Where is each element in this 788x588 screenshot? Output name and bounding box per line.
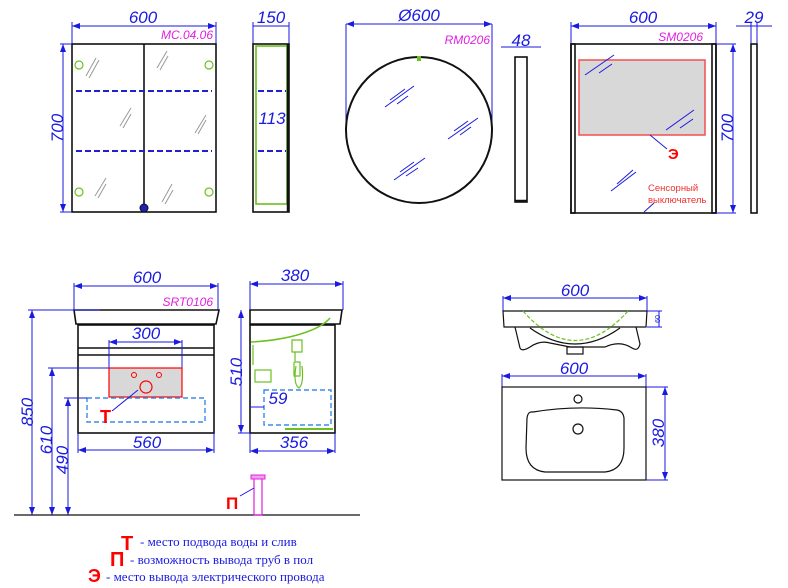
inner-width-label: 300 [132, 324, 161, 343]
led-mirror-model-label: SM0206 [658, 30, 703, 44]
cabinet-height-label: 700 [48, 113, 67, 142]
sink-thickness-label: 60 [655, 315, 662, 323]
legend: Т - место подвода воды и слив П - возмож… [88, 533, 325, 586]
legend-text-p: - возможность вывода труб в пол [130, 552, 314, 567]
offset-label: 59 [269, 389, 288, 408]
led-mirror-width-label: 600 [629, 8, 658, 27]
water-marker: Т [100, 407, 111, 427]
led-mirror-side: 29 [736, 8, 772, 214]
vanity-front: 600 SRT0106 300 Т 560 850 610 490 П [14, 268, 360, 516]
legend-text-e: - место вывода электрического провода [106, 569, 325, 584]
round-mirror-diameter-label: Ø600 [397, 6, 440, 25]
led-mirror-height-label: 700 [718, 113, 737, 142]
switch-label-2: выключатель [648, 195, 706, 206]
sink-depth-label: 380 [649, 418, 668, 447]
height-850-label: 850 [18, 397, 37, 426]
sink-elevation: 600 60 [502, 281, 662, 355]
sink-plan: 600 380 [501, 359, 668, 481]
round-mirror: Ø600 RM0206 [345, 6, 493, 204]
legend-marker-e: Э [88, 566, 101, 586]
height-490-label: 490 [53, 445, 72, 474]
switch-label-1: Сенсорный [648, 183, 698, 194]
vanity-model-label: SRT0106 [163, 295, 214, 309]
vanity-side: 380 59 510 356 [227, 266, 344, 454]
side-height-label: 510 [227, 357, 246, 386]
electric-marker: Э [668, 146, 679, 163]
vanity-depth-label: 380 [281, 266, 310, 285]
sink-top-width-label: 600 [561, 281, 590, 300]
legend-marker-p: П [110, 549, 124, 571]
shelf-depth-label: 113 [258, 109, 286, 128]
vanity-width-label: 600 [133, 268, 162, 287]
water-zone [108, 367, 183, 398]
led-mirror-depth-label: 29 [744, 8, 764, 27]
floor-marker: П [226, 494, 238, 513]
sink-plan-width-label: 600 [560, 359, 589, 378]
cabinet-side: 150 113 [252, 8, 290, 213]
round-mirror-model-label: RM0206 [445, 33, 491, 47]
cabinet-model-label: MC.04.06 [161, 28, 213, 42]
led-mirror: 600 SM0206 Э Сенсорный выключатель 700 [570, 8, 737, 214]
cabinet-width-label: 600 [129, 8, 158, 27]
knob-icon [139, 203, 149, 213]
round-mirror-depth-label: 48 [512, 31, 531, 50]
cabinet-front: 600 MC.04.06 700 [48, 8, 217, 213]
legend-marker-t: Т [121, 533, 133, 555]
body-width-label: 560 [133, 433, 162, 452]
height-610-label: 610 [37, 425, 56, 454]
cabinet-depth-label: 150 [257, 8, 286, 27]
round-mirror-side: 48 [501, 31, 541, 203]
legend-text-t: - место подвода воды и слив [140, 534, 297, 549]
body-depth-label: 356 [280, 433, 309, 452]
